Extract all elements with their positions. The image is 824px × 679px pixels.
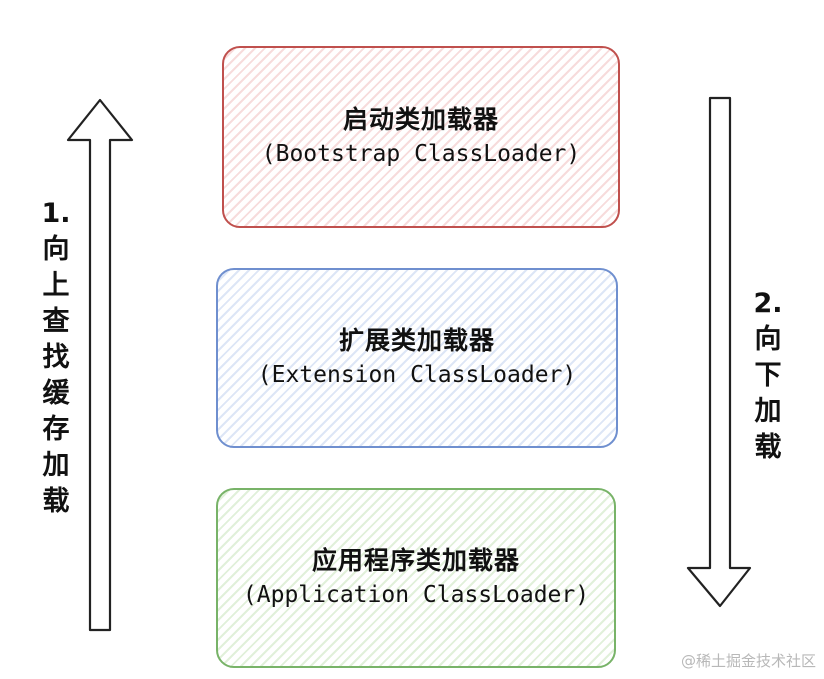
left-label-char: 向	[42, 234, 70, 265]
right-vertical-label: 2. 向 下 加 载	[748, 286, 788, 466]
left-label-char: 载	[42, 486, 70, 517]
left-label-char: 查	[42, 306, 70, 337]
right-label-char: 下	[754, 360, 782, 391]
right-label-char: 加	[754, 396, 782, 427]
left-label-char: 上	[42, 270, 70, 301]
application-title: 应用程序类加载器	[311, 546, 520, 575]
watermark: @稀土掘金技术社区	[680, 652, 816, 670]
extension-classloader-box: 扩展类加载器 (Extension ClassLoader)	[216, 268, 618, 448]
left-label-char: 找	[42, 342, 70, 373]
left-label-char: 存	[42, 414, 70, 445]
extension-subtitle: (Extension ClassLoader)	[257, 362, 577, 388]
bootstrap-classloader-box: 启动类加载器 (Bootstrap ClassLoader)	[222, 46, 620, 228]
left-label-char: 1.	[41, 198, 71, 229]
left-vertical-label: 1. 向 上 查 找 缓 存 加 载	[36, 196, 76, 520]
down-arrow-icon	[686, 96, 752, 608]
bootstrap-subtitle: (Bootstrap ClassLoader)	[261, 141, 581, 167]
left-label-char: 缓	[42, 378, 70, 409]
extension-title: 扩展类加载器	[338, 326, 495, 355]
right-label-char: 2.	[753, 288, 783, 319]
right-label-char: 载	[754, 432, 782, 463]
right-label-char: 向	[754, 324, 782, 355]
application-classloader-box: 应用程序类加载器 (Application ClassLoader)	[216, 488, 616, 668]
application-subtitle: (Application ClassLoader)	[242, 582, 590, 608]
up-arrow-icon	[66, 98, 134, 632]
left-label-char: 加	[42, 450, 70, 481]
bootstrap-title: 启动类加载器	[342, 105, 499, 134]
